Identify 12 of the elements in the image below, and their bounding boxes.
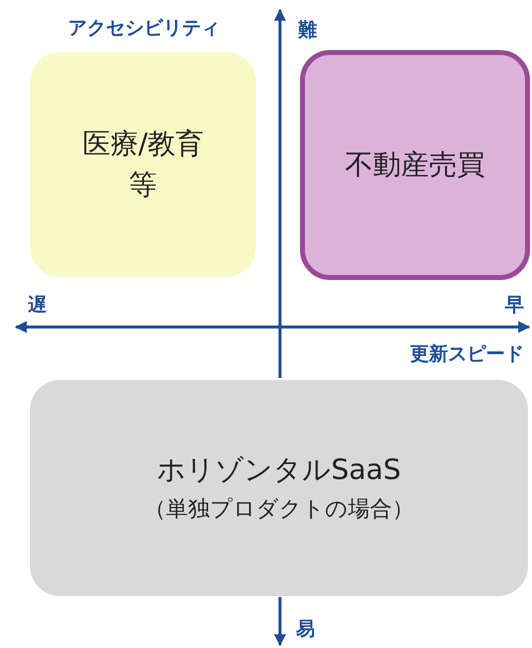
quadrant-box xyxy=(30,52,256,277)
axis-end-label: 遅 xyxy=(28,296,47,315)
quadrant-box xyxy=(300,50,530,280)
box-label: 不動産売買 xyxy=(345,146,485,183)
axis-label: 更新スピード xyxy=(410,345,524,364)
axis-end-label: 易 xyxy=(296,620,315,639)
box-subtitle: （単独プロダクトの場合） xyxy=(144,496,414,524)
axis-end-label: 難 xyxy=(298,21,317,40)
axis-label: アクセシビリティ xyxy=(68,19,220,38)
box-label: ホリゾンタルSaaS xyxy=(157,452,401,488)
quadrant-box xyxy=(30,380,528,596)
box-label: 医療/教育等 xyxy=(81,126,205,202)
